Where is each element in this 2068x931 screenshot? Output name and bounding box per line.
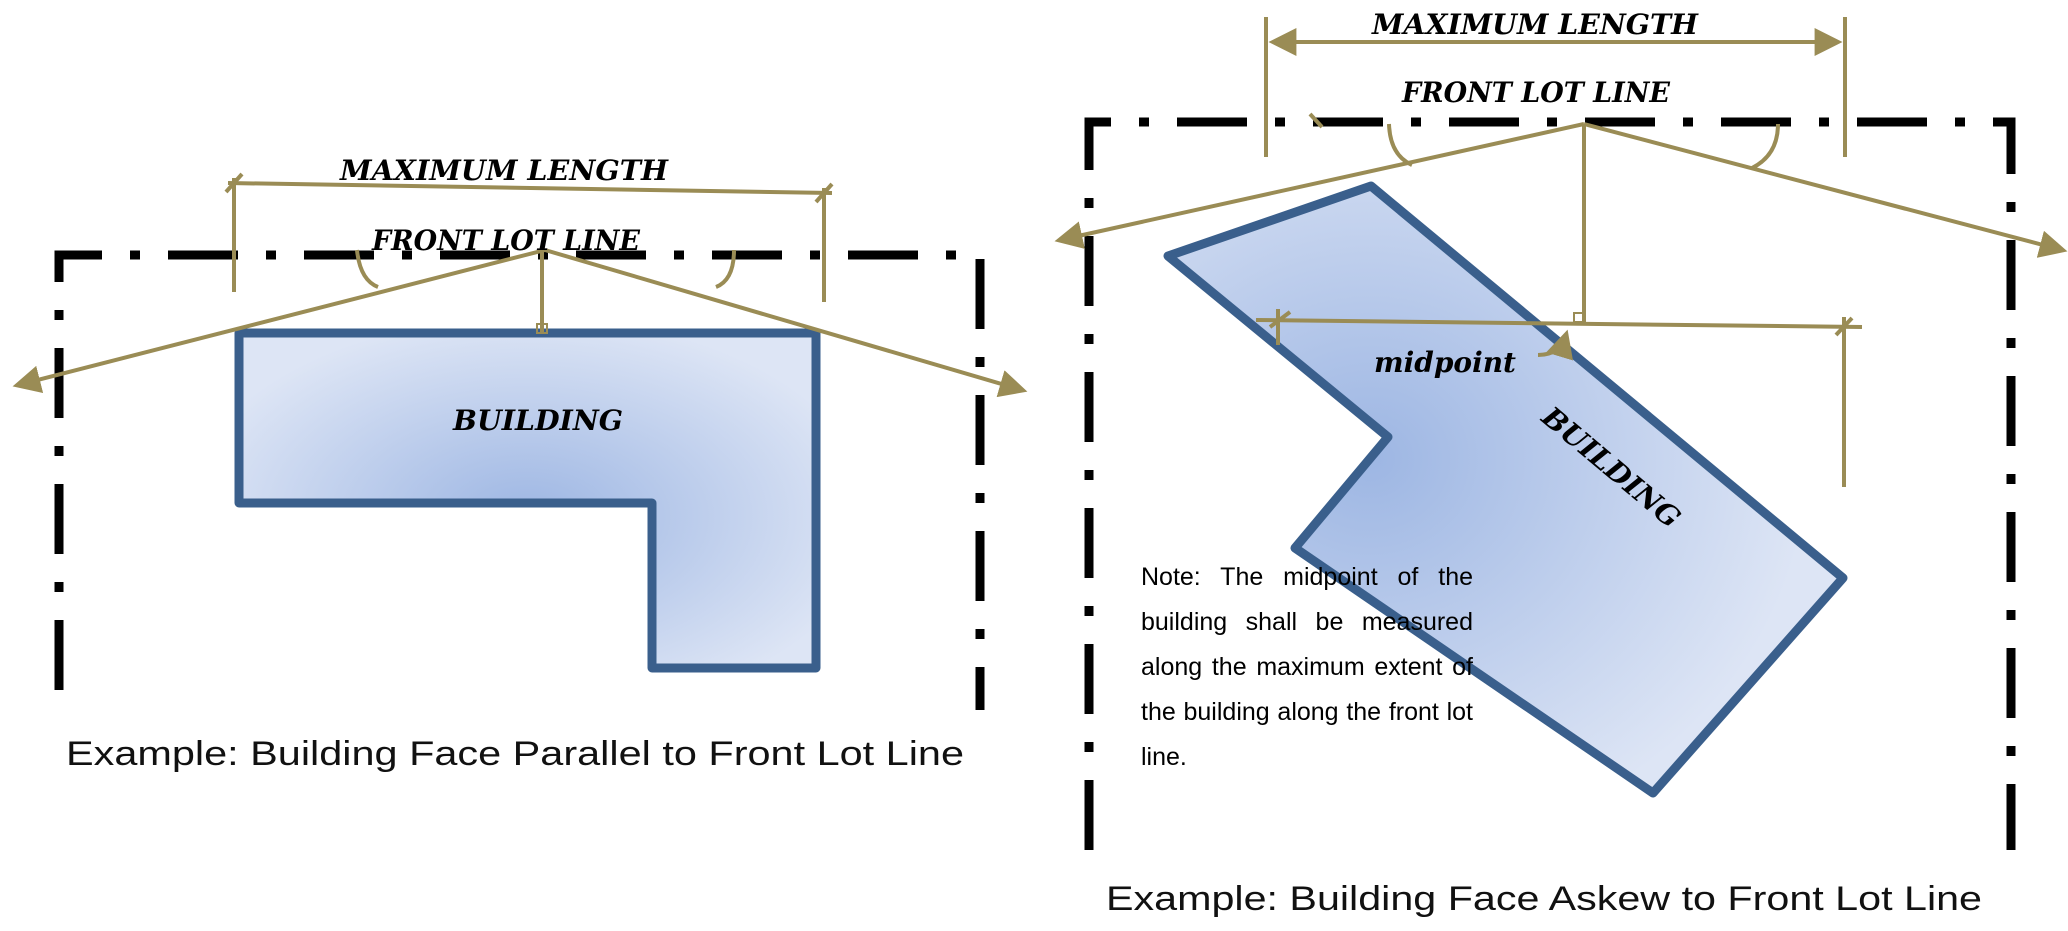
left-dim-tick-left [224,172,244,194]
left-building [234,328,821,673]
left-caption: Example: Building Face Parallel to Front… [66,735,964,773]
left-dim-tick-right [814,182,834,204]
right-angle-arc-left [1387,123,1413,167]
left-max-length-dimension [227,181,833,195]
left-angle-arc-left [355,249,379,289]
right-midpoint-leader [1537,329,1573,361]
right-ray-left-main [1054,122,1585,249]
left-front-lot-line-label: FRONT LOT LINE [371,224,641,257]
right-extent-line [1255,318,1863,329]
right-lot-line [1084,117,2016,850]
right-max-length-label: MAXIMUM LENGTH [1371,8,1700,41]
right-angle-arc-right [1751,123,1780,170]
left-right-angle-marker [536,323,548,334]
left-ray-right [544,248,1028,398]
right-caption: Example: Building Face Askew to Front Lo… [1106,880,1982,918]
right-front-lot-line-label: FRONT LOT LINE [1401,76,1671,109]
left-building-label: BUILDING [452,404,623,437]
right-building [1163,181,1848,798]
midpoint-note: Note: The midpoint of the building shall… [1141,563,1473,771]
right-extent-tick-left-d [1268,310,1292,329]
left-angle-arc-right [715,249,736,289]
right-midpoint-label: midpoint [1374,346,1516,379]
right-extent-tick-right-d [1834,316,1854,337]
right-ray-right-main [1583,122,2068,258]
right-ray-left [1308,112,1324,129]
left-example: MAXIMUM LENGTH FRONT LOT LINE BUILDING E… [12,154,1028,773]
left-max-length-label: MAXIMUM LENGTH [339,154,670,187]
left-ray-left [12,248,546,394]
right-example: MAXIMUM LENGTH FRONT LOT LINE midpoint B… [1054,8,2068,918]
